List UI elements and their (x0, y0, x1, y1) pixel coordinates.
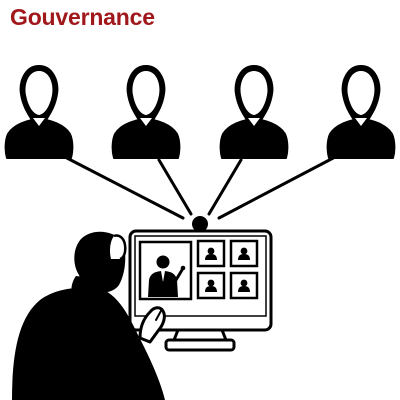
participant-person-icon-2 (111, 65, 181, 159)
participant-tile (229, 239, 259, 268)
participant-tile (196, 271, 226, 300)
participant-person-icon-4 (326, 65, 396, 159)
participant-tile (229, 271, 259, 300)
page-title: Gouvernance (10, 4, 155, 30)
webcam-icon (192, 216, 208, 234)
connection-line (61, 154, 185, 220)
connection-lines (61, 154, 339, 220)
user-figure-icon (12, 231, 166, 400)
connection-line (217, 154, 339, 220)
presenter-icon (138, 240, 193, 301)
monitor-icon (128, 229, 273, 352)
participant-person-icon-3 (219, 65, 289, 159)
participant-person-icon-1 (4, 65, 74, 159)
connection-line (157, 158, 193, 216)
participant-tile (196, 239, 226, 268)
connection-line (207, 158, 243, 216)
